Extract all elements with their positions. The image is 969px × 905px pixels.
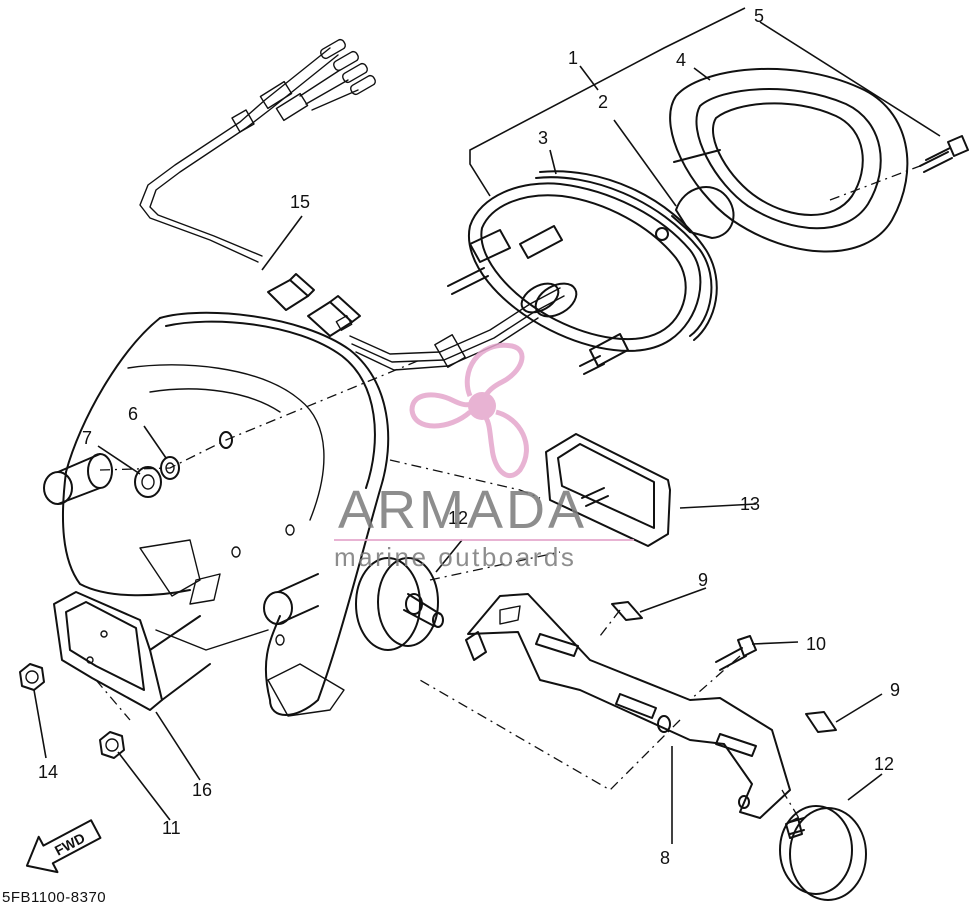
tail-light-housing (447, 170, 718, 375)
watermark-logo: ARMADA marine outboards (334, 342, 634, 572)
bulb (671, 186, 735, 239)
callout-14: 14 (38, 762, 58, 782)
reflector-right (779, 805, 867, 901)
callout-1: 1 (568, 48, 578, 68)
flange-nut (134, 466, 162, 498)
callout-12-left: 12 (448, 508, 468, 528)
wire-connector (267, 273, 361, 337)
side-reflector (545, 433, 671, 547)
fwd-arrow: FWD (25, 819, 102, 874)
callout-7: 7 (82, 428, 92, 448)
bolt-10 (715, 635, 757, 671)
clip-nut-lower (805, 711, 837, 733)
callout-16: 16 (192, 780, 212, 800)
callout-6: 6 (128, 404, 138, 424)
watermark-tagline: marine outboards (334, 542, 576, 572)
callout-8: 8 (660, 848, 670, 868)
nut-14 (19, 663, 45, 691)
callout-11: 11 (162, 818, 181, 838)
license-plate-bracket (53, 591, 211, 711)
callout-12-right: 12 (874, 754, 894, 774)
rear-fender (43, 311, 390, 717)
lens-screw (829, 135, 969, 201)
terminal-pins (320, 38, 376, 96)
propeller-icon (409, 342, 529, 479)
tail-light-lens (669, 67, 909, 253)
diagram-code: 5FB1100-8370 (2, 889, 106, 905)
callout-9-lower: 9 (890, 680, 900, 700)
callout-3: 3 (538, 128, 548, 148)
callout-10: 10 (806, 634, 826, 654)
nut-11 (99, 731, 125, 759)
callout-4: 4 (676, 50, 686, 70)
reflector-left (355, 557, 444, 651)
clip-nut-upper (611, 601, 643, 621)
callout-leaders (33, 7, 941, 844)
callout-labels: 1 2 3 4 5 6 7 8 9 9 10 11 12 12 13 14 15… (38, 6, 900, 868)
callout-15: 15 (290, 192, 310, 212)
wire-harness (139, 38, 565, 371)
watermark-brand: ARMADA (338, 480, 587, 540)
reflector-bracket (465, 593, 791, 819)
callout-2: 2 (598, 92, 608, 112)
callout-9-upper: 9 (698, 570, 708, 590)
callout-13: 13 (740, 494, 760, 514)
callout-5: 5 (754, 6, 764, 26)
